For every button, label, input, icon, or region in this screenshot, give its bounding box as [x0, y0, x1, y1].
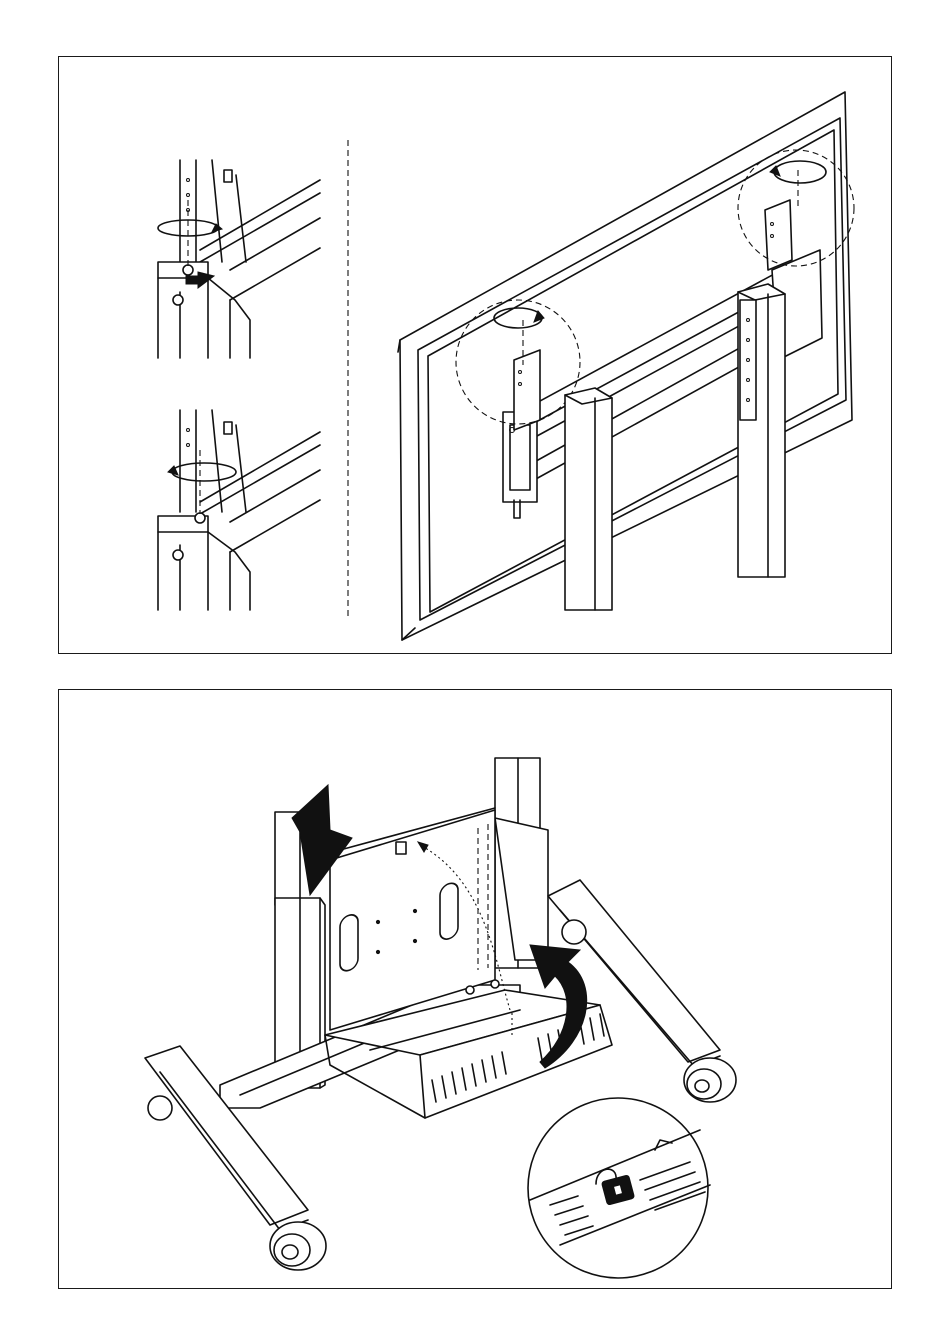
- detail-b-bracket: [158, 410, 320, 610]
- detail-a-bracket: [158, 160, 320, 358]
- lock-detail-inset: [528, 1098, 710, 1278]
- right-column: [738, 284, 785, 577]
- left-caster: [270, 1222, 326, 1270]
- left-column: [565, 388, 612, 610]
- right-caster: [684, 1058, 736, 1102]
- rear-column: [495, 758, 548, 968]
- rotation-arrow-icon: [172, 463, 236, 481]
